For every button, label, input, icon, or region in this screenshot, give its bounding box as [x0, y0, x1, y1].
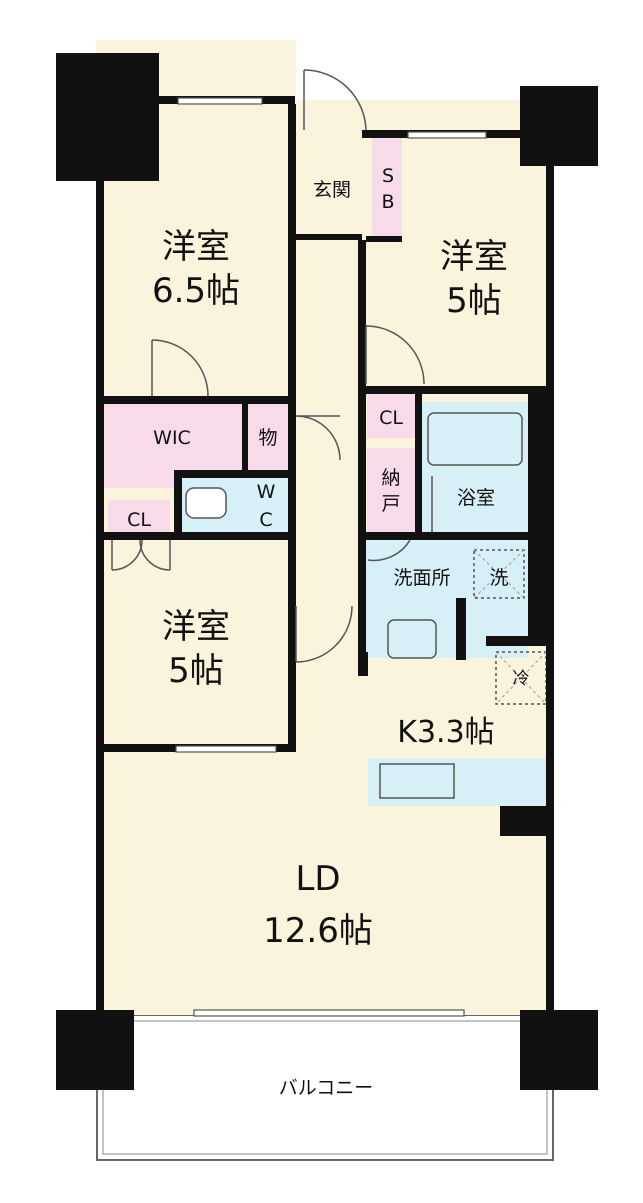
fridge-box [495, 651, 547, 705]
toilet-label-w: W [257, 481, 276, 503]
sink [379, 763, 455, 799]
pantry-label-1: 納 [381, 467, 400, 489]
storage-area [248, 404, 288, 470]
wic-label: WIC [153, 427, 191, 449]
shoe-box-label-s: S [382, 165, 394, 187]
windows [175, 97, 487, 1017]
room-western-2-name: 洋室 [440, 237, 508, 277]
room-ld-name: LD [295, 859, 340, 899]
entrance-label: 玄関 [313, 179, 351, 201]
toilet-label-c: C [259, 509, 272, 531]
storage-label: 物 [258, 427, 277, 449]
room-kitchen-label: K3.3帖 [397, 715, 494, 750]
bathroom-label: 浴室 [457, 487, 495, 509]
balcony-label: バルコニー [279, 1077, 374, 1099]
pantry-area [367, 448, 415, 532]
shoe-box-label-b: B [381, 191, 394, 213]
fridge-label: 冷 [513, 669, 530, 689]
room-western-1: 洋室 6.5帖 [152, 227, 240, 311]
shoe-box-area [372, 136, 402, 240]
room-western-1-size: 6.5帖 [152, 271, 240, 311]
room-western-2-size: 5帖 [446, 281, 502, 321]
doors [111, 69, 433, 663]
room-ld: LD 12.6帖 [263, 859, 373, 951]
closet-1-label: CL [127, 509, 151, 531]
closet-area-2 [367, 394, 415, 438]
room-western-3-name: 洋室 [162, 607, 230, 647]
pantry-label-2: 戸 [381, 493, 400, 515]
kitchen-counter [368, 758, 552, 806]
toilet-bowl [185, 487, 227, 519]
room-western-2: 洋室 5帖 [440, 237, 508, 321]
wash-basin [387, 619, 437, 659]
washroom-label: 洗面所 [393, 567, 450, 589]
walls [56, 53, 598, 1090]
bathroom-area [422, 402, 528, 532]
washer-label: 洗 [489, 567, 508, 589]
room-western-3: 洋室 5帖 [162, 607, 230, 691]
room-western-1-name: 洋室 [162, 227, 230, 267]
room-western-3-size: 5帖 [168, 651, 224, 691]
room-ld-size: 12.6帖 [263, 911, 373, 951]
washer-box [473, 549, 525, 599]
closet-2-label: CL [379, 407, 403, 429]
bathtub [427, 412, 523, 466]
closet-area-1 [108, 500, 170, 536]
balcony [96, 1014, 554, 1161]
